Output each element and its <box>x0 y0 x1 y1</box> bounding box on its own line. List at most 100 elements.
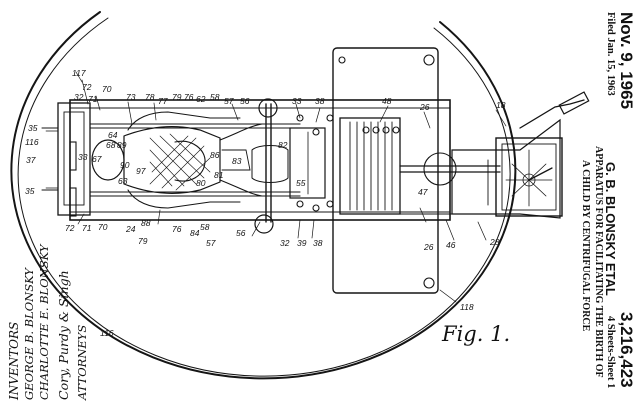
motor-plate-bolt <box>423 277 435 289</box>
ref-33-b: 33 <box>78 152 88 162</box>
drive-pulley <box>423 152 457 186</box>
ref-39: 39 <box>297 238 307 248</box>
patent-title-line-2: A CHILD BY CENTRIFUGAL FORCE <box>580 160 591 332</box>
brake-arm <box>451 118 561 219</box>
head-frame <box>57 102 91 216</box>
inventor-name-1: GEORGE B. BLONSKY <box>22 268 36 400</box>
ref-72-b: 72 <box>65 223 75 233</box>
attorney-signature: Cory, Purdy & Singh <box>56 270 71 400</box>
ref-70: 70 <box>102 84 112 94</box>
ref-82: 82 <box>278 140 288 150</box>
ref-68: 68 <box>106 140 116 150</box>
motor-plate-bolt <box>423 54 435 66</box>
turntable-ring-inner <box>17 17 511 377</box>
ref-76: 76 <box>184 92 194 102</box>
inventor-name-2: CHARLOTTE E. BLONSKY <box>37 244 51 401</box>
ref-24: 24 <box>125 224 136 234</box>
ref-57-b: 57 <box>206 238 216 248</box>
ref-35-b: 35 <box>25 186 35 196</box>
ref-33: 33 <box>292 96 302 106</box>
patient-leg-lower <box>219 179 301 197</box>
ref-79-b: 79 <box>138 236 148 246</box>
stirrup-knob-upper <box>258 98 278 118</box>
patent-title-line-1: APPARATUS FOR FACILITATING THE BIRTH OF <box>593 146 604 378</box>
ref-38-b: 38 <box>313 238 323 248</box>
ref-76-b: 76 <box>172 224 182 234</box>
pull-cord <box>519 99 585 129</box>
ref-116-b: 116 <box>100 328 114 338</box>
ref-58-b: 58 <box>200 222 210 232</box>
figure-label: Fig. 1. <box>442 322 511 346</box>
ref-88: 88 <box>141 218 151 228</box>
ref-86: 86 <box>210 150 220 160</box>
ref-46: 46 <box>446 240 456 250</box>
ref-71: 71 <box>88 94 98 104</box>
motor-unit <box>339 117 401 215</box>
motor-fins <box>349 121 393 211</box>
foot-clamp <box>251 145 289 183</box>
ref-89: 89 <box>117 140 127 150</box>
ref-67: 67 <box>92 154 102 164</box>
ref-26-b: 26 <box>423 242 434 252</box>
patent-sheets: 4 Sheets-Sheet 1 <box>605 316 616 389</box>
ref-71-b: 71 <box>82 223 92 233</box>
ref-63: 63 <box>118 176 128 186</box>
ref-47: 47 <box>418 187 428 197</box>
ref-80: 80 <box>196 178 206 188</box>
receiving-basket <box>289 127 326 199</box>
ref-56-b: 56 <box>236 228 246 238</box>
inventors-heading: INVENTORS <box>7 321 21 400</box>
ref-28: 28 <box>489 237 500 247</box>
ref-83: 83 <box>232 156 242 166</box>
ref-116: 116 <box>25 137 39 147</box>
patient-arm-lower <box>127 189 241 209</box>
ref-56: 56 <box>240 96 250 106</box>
patent-inventor-line: G. B. BLONSKY ETAL <box>603 162 618 296</box>
patent-date: Nov. 9, 1965 <box>617 12 636 110</box>
cord-handle <box>558 91 590 115</box>
stirrup-knob-lower <box>254 214 274 234</box>
patient-leg-upper <box>219 123 301 141</box>
ref-117: 117 <box>72 68 86 78</box>
ref-118: 118 <box>460 302 474 312</box>
ref-58: 58 <box>210 92 220 102</box>
leader-lines <box>45 71 507 303</box>
ref-55: 55 <box>296 178 306 188</box>
turntable-ring-outer <box>10 11 517 380</box>
ref-37: 37 <box>26 155 36 165</box>
ref-64: 64 <box>108 130 118 140</box>
motor-plate <box>332 47 439 294</box>
gauge-housing <box>495 137 563 217</box>
ref-72: 72 <box>82 82 92 92</box>
ref-78: 78 <box>145 92 155 102</box>
patient-abdomen <box>174 140 206 182</box>
ref-97: 97 <box>136 166 146 176</box>
ref-38: 38 <box>315 96 325 106</box>
ref-70-b: 70 <box>98 222 108 232</box>
ref-62: 62 <box>196 94 206 104</box>
motor-plate-bolt <box>338 56 346 64</box>
gauge-needle <box>528 167 553 181</box>
head-strut-upper <box>69 141 77 171</box>
ref-73: 73 <box>126 92 136 102</box>
ref-77: 77 <box>158 96 168 106</box>
patient-arm-upper <box>127 111 241 131</box>
safety-net <box>149 133 211 191</box>
ref-32-b: 32 <box>280 238 290 248</box>
ref-90: 90 <box>120 160 130 170</box>
ref-32: 32 <box>74 92 84 102</box>
ref-81: 81 <box>214 170 224 180</box>
ref-26: 26 <box>419 102 430 112</box>
patent-filed: Filed Jan. 15, 1963 <box>605 12 616 96</box>
ref-57: 57 <box>224 96 234 106</box>
patient-torso <box>123 126 221 194</box>
attorneys-label: ATTORNEYS <box>75 324 89 400</box>
patent-number: 3,216,423 <box>617 312 636 388</box>
ref-84: 84 <box>190 228 200 238</box>
ref-48: 48 <box>382 96 392 106</box>
ref-18: 18 <box>496 100 506 110</box>
motor-terminals <box>362 126 400 134</box>
ref-79: 79 <box>172 92 182 102</box>
